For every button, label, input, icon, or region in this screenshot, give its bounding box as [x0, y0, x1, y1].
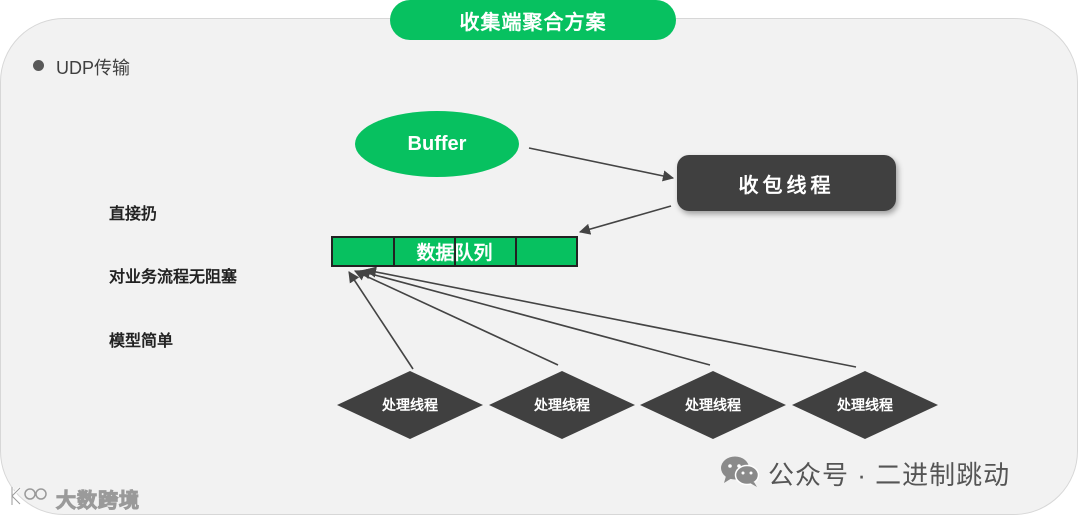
- queue-divider: [454, 238, 456, 265]
- watermark-text: 大数跨境: [56, 490, 140, 513]
- wechat-icon: [720, 454, 760, 493]
- wechat-account-text: 公众号 · 二进制跳动: [768, 460, 1011, 490]
- wechat-attribution: 公众号 · 二进制跳动: [720, 454, 1010, 493]
- benefit-3: 模型简单: [109, 333, 174, 350]
- arrow-worker-2-to-queue: [353, 270, 559, 366]
- arrow-buffer-to-receiver: [528, 147, 675, 182]
- bullet-text: UDP传输: [56, 58, 131, 78]
- arrow-worker-3-to-queue: [358, 268, 711, 366]
- arrow-worker-4-to-queue: [364, 266, 857, 368]
- receiver-thread-node: 收包线程: [677, 155, 896, 211]
- worker-thread-node: 处理线程: [337, 371, 483, 439]
- worker-thread-node: 处理线程: [489, 371, 635, 439]
- watermark: 大数跨境: [8, 484, 140, 513]
- arrow-worker-1-to-queue: [348, 271, 414, 370]
- slide-title: 收集端聚合方案: [390, 0, 676, 40]
- worker-thread-label: 处理线程: [534, 397, 590, 413]
- benefit-1: 直接扔: [109, 206, 158, 223]
- data-queue: 数据队列: [331, 236, 578, 267]
- queue-divider: [515, 238, 517, 265]
- benefit-2: 对业务流程无阻塞: [109, 269, 238, 286]
- buffer-node: Buffer: [355, 111, 519, 177]
- worker-thread-node: 处理线程: [792, 371, 938, 439]
- worker-thread-label: 处理线程: [837, 397, 893, 413]
- arrow-receiver-to-queue: [578, 205, 672, 235]
- worker-thread-label: 处理线程: [685, 397, 741, 413]
- queue-divider: [393, 238, 395, 265]
- data-queue-label: 数据队列: [416, 243, 493, 264]
- worker-thread-node: 处理线程: [640, 371, 786, 439]
- watermark-logo-icon: [8, 484, 50, 513]
- bullet-dot: [33, 60, 44, 71]
- worker-thread-label: 处理线程: [382, 397, 438, 413]
